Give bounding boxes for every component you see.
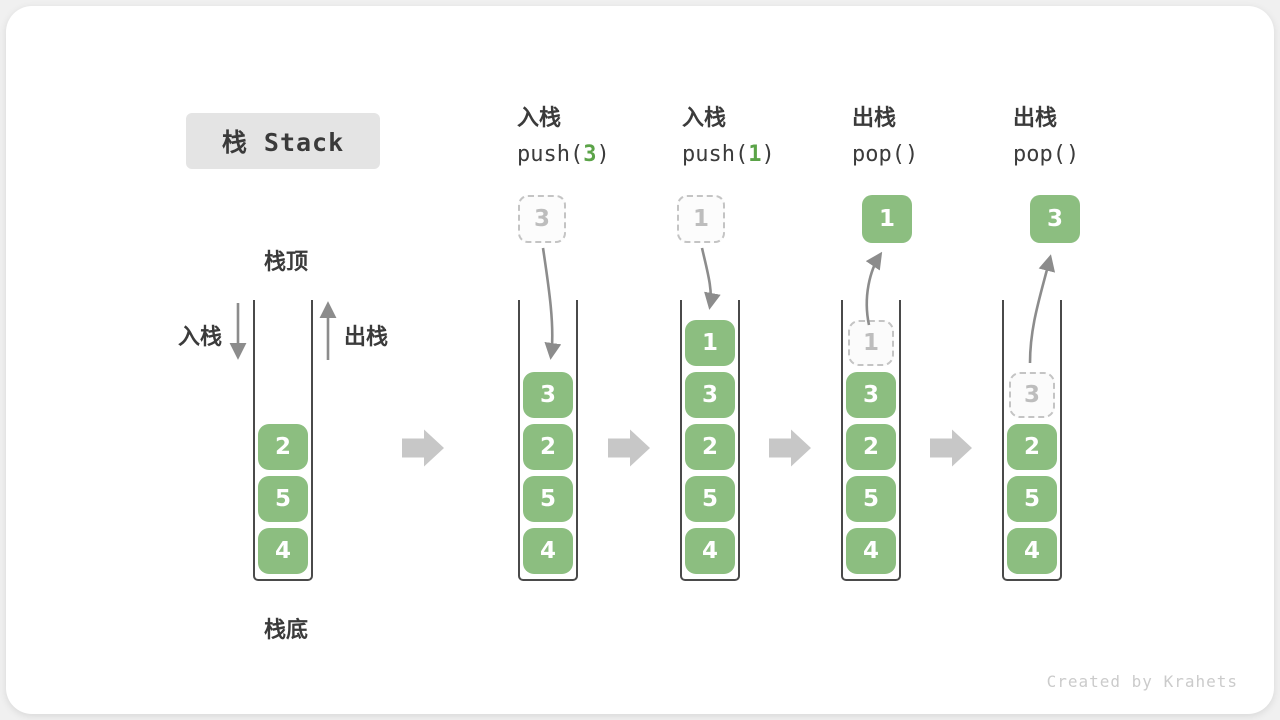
op-code-arg: 3: [583, 142, 597, 167]
stack-item: 2: [846, 424, 896, 470]
pop-direction-label: 出栈: [344, 325, 389, 350]
stack-item: 5: [685, 476, 735, 522]
stack-container-after-push-1: 1 3 2 5 4: [680, 300, 740, 581]
step-header-push-3: 入栈 push(3): [517, 106, 677, 169]
float-element-popped-1: 1: [862, 195, 912, 243]
op-code: push(3): [517, 142, 610, 167]
op-label: 入栈: [682, 106, 727, 131]
stack-item: 2: [258, 424, 308, 470]
op-code-arg: 1: [748, 142, 762, 167]
stack-item: 5: [1007, 476, 1057, 522]
float-element-popped-3: 3: [1030, 195, 1080, 243]
watermark: Created by Krahets: [1046, 672, 1238, 691]
stack-item: 2: [523, 424, 573, 470]
push-direction-label: 入栈: [178, 325, 223, 350]
float-element-pushed-3: 3: [518, 195, 566, 243]
op-label: 出栈: [1013, 106, 1058, 131]
op-label: 入栈: [517, 106, 562, 131]
float-element-pushed-1: 1: [677, 195, 725, 243]
stack-container-after-pop-3: 3 2 5 4: [1002, 300, 1062, 581]
stack-item: 1: [685, 320, 735, 366]
step-header-pop-3: 出栈 pop(): [1013, 106, 1173, 169]
stack-item-ghost: 1: [848, 320, 894, 366]
stack-item: 4: [258, 528, 308, 574]
stack-item: 5: [523, 476, 573, 522]
stack-item: 5: [846, 476, 896, 522]
stack-item: 4: [685, 528, 735, 574]
stack-bottom-label: 栈底: [263, 618, 308, 643]
stack-item: 4: [523, 528, 573, 574]
stack-item: 5: [258, 476, 308, 522]
stack-item: 3: [846, 372, 896, 418]
step-header-pop-1: 出栈 pop(): [852, 106, 1012, 169]
stack-container-initial: 2 5 4: [253, 300, 313, 581]
op-code: push(1): [682, 142, 775, 167]
stack-item: 4: [1007, 528, 1057, 574]
op-code: pop(): [852, 142, 919, 167]
stack-container-after-pop-1: 1 3 2 5 4: [841, 300, 901, 581]
stack-top-label: 栈顶: [263, 250, 308, 275]
op-code: pop(): [1013, 142, 1080, 167]
diagram-title: 栈 Stack: [186, 113, 380, 169]
stack-item: 4: [846, 528, 896, 574]
stack-container-after-push-3: 3 2 5 4: [518, 300, 578, 581]
stack-item-ghost: 3: [1009, 372, 1055, 418]
stack-item: 3: [523, 372, 573, 418]
stack-item: 3: [685, 372, 735, 418]
stack-item: 2: [685, 424, 735, 470]
step-header-push-1: 入栈 push(1): [682, 106, 842, 169]
op-label: 出栈: [852, 106, 897, 131]
stack-item: 2: [1007, 424, 1057, 470]
